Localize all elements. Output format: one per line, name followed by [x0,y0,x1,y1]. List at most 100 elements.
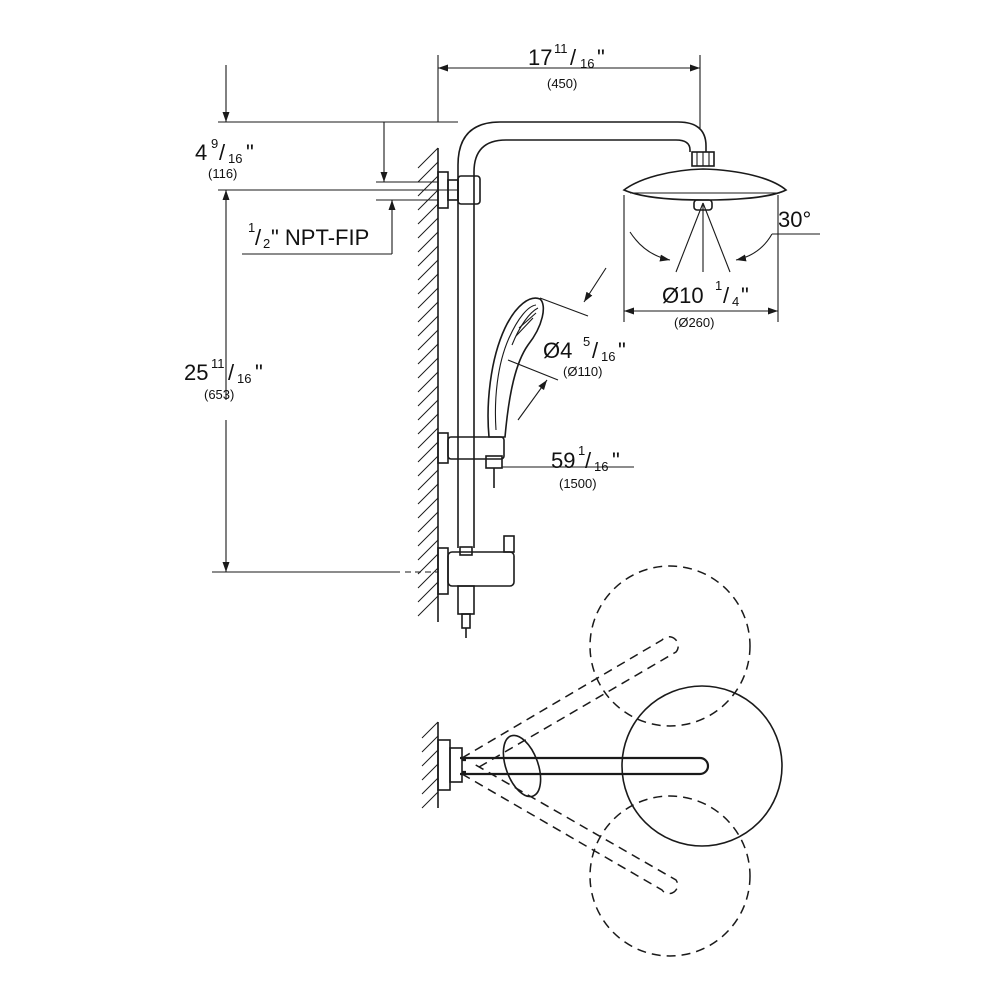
wall-hatch-line [417,539,439,561]
svg-text:1: 1 [248,220,255,235]
svg-text:25: 25 [184,360,208,385]
head-shower [622,151,788,211]
svg-text:/: / [570,45,577,70]
svg-text:30°: 30° [778,207,811,232]
wall-hatch-line [417,315,439,337]
wall-hatch-line [421,763,439,781]
label-tilt-angle: 30° [778,207,811,232]
wall-hatch-line [417,147,439,169]
svg-text:(653): (653) [204,387,234,402]
wall-hatch-line [417,287,439,309]
head-shower-rotated-up [589,565,751,727]
svg-text:/: / [219,140,226,165]
dim-offset-height [218,65,458,400]
wall-hatch-line [417,301,439,323]
diverter [437,535,515,638]
wall-hatch-line [417,581,439,603]
svg-text:/: / [585,448,592,473]
wall-hatch-line [421,791,439,809]
wall-hatch-line [417,175,439,197]
wall-hatch-line [417,273,439,295]
shower-column [437,121,788,638]
svg-text:5: 5 [583,334,590,349]
wall-hatch-line [417,553,439,575]
wall-hatch-line [421,735,439,753]
svg-text:11: 11 [211,356,225,371]
svg-text:9: 9 [211,136,218,151]
svg-text:1: 1 [715,278,722,293]
label-connection: 1 / 2 " NPT-FIP [248,220,369,251]
dim-width-top [437,55,701,128]
dim-hand-shower-diameter [507,267,607,421]
wall-hatch-line [417,385,439,407]
wall-hatch-line [417,357,439,379]
svg-text:/: / [228,360,235,385]
wall-hatch-line [417,595,439,617]
svg-text:Ø10: Ø10 [662,283,704,308]
label-offset-height: 4 9 / 16 " (116) [195,136,254,181]
wall-side-view [417,147,439,622]
head-shower-top-view [621,685,783,847]
svg-text:": " [618,338,626,363]
svg-text:2: 2 [263,236,270,251]
wall-hatch-line [417,497,439,519]
label-head-diameter: Ø10 1 / 4 " (Ø260) [662,278,749,330]
svg-text:/: / [723,283,730,308]
svg-text:/: / [592,338,599,363]
svg-text:": " [255,360,263,385]
wall-hatch-line [417,259,439,281]
svg-text:" NPT-FIP: " NPT-FIP [271,225,369,250]
svg-text:(Ø260): (Ø260) [674,315,714,330]
wall-hatch-line [421,777,439,795]
svg-text:4: 4 [195,140,207,165]
head-shower-rotated-down [589,795,751,957]
dim-tilt-angle [629,202,820,273]
svg-text:59: 59 [551,448,575,473]
wall-hatch-line [417,455,439,477]
svg-text:16: 16 [601,349,615,364]
label-riser-height: 25 11 / 16 " (653) [184,356,263,402]
svg-text:16: 16 [594,459,608,474]
wall-hatch-line [417,525,439,547]
wall-hatch-line [417,427,439,449]
svg-text:Ø4: Ø4 [543,338,572,363]
top-view [421,565,783,957]
wall-hatch-line [421,749,439,767]
wall-hatch-line [417,231,439,253]
svg-text:16: 16 [228,151,242,166]
wall-hatch-line [421,721,439,739]
dim-connection [242,122,438,255]
wall-hatch-line [417,441,439,463]
svg-text:11: 11 [554,41,568,56]
svg-text:16: 16 [237,371,251,386]
label-width-top: 17 11 / 16 " (450) [528,41,605,91]
svg-text:": " [246,140,254,165]
svg-text:(450): (450) [547,76,577,91]
wall-hatch-line [417,245,439,267]
svg-text:16: 16 [580,56,594,71]
wall-hatch-line [417,203,439,225]
dim-riser-height [212,420,438,573]
svg-text:": " [741,283,749,308]
label-hand-shower-diameter: Ø4 5 / 16 " (Ø110) [543,334,626,379]
svg-text:": " [612,448,620,473]
svg-text:/: / [255,225,262,250]
svg-text:(1500): (1500) [559,476,597,491]
wall-hatch-line [417,343,439,365]
label-hose-length: 59 1 / 16 " (1500) [551,443,620,491]
wall-hatch-line [417,567,439,589]
svg-text:17: 17 [528,45,552,70]
wall-hatch-line [417,413,439,435]
svg-text:1: 1 [578,443,585,458]
wall-hatch-line [417,161,439,183]
wall-hatch-line [417,217,439,239]
wall-hatch-line [417,399,439,421]
dim-head-diameter [623,195,779,322]
hand-shower [487,297,545,438]
wall-hatch-line [417,329,439,351]
svg-text:(116): (116) [208,166,237,181]
svg-text:4: 4 [732,294,739,309]
svg-text:": " [597,45,605,70]
wall-hatch-line [417,511,439,533]
